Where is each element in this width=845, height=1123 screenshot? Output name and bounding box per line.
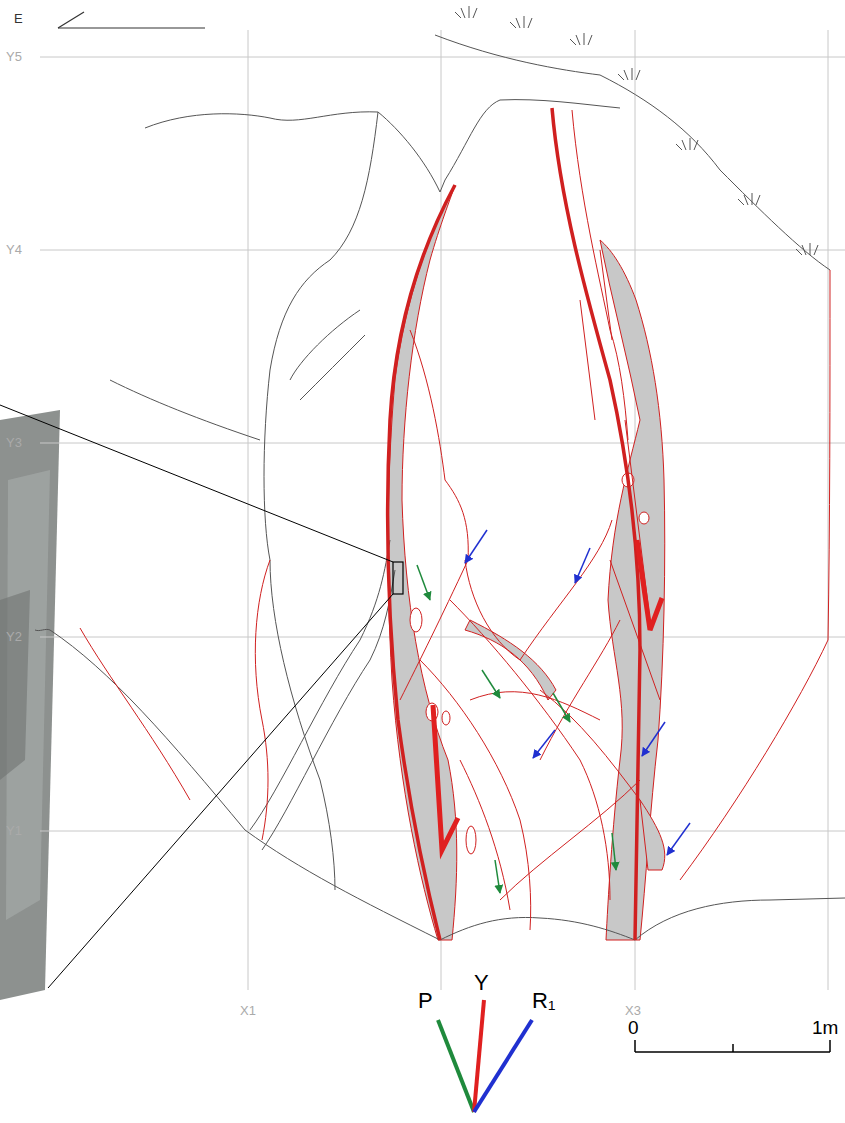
grid-label: Y1 [6, 824, 22, 837]
grid-label: Y5 [6, 50, 22, 63]
scale-label: 1m [812, 1018, 838, 1037]
shear-type-label: P [418, 990, 433, 1012]
grid-label: X3 [625, 1004, 641, 1017]
shear-type-label: R₁ [532, 990, 555, 1012]
grid-label: Y2 [6, 630, 22, 643]
direction-label: E [14, 12, 23, 25]
grid-label: Y4 [6, 243, 22, 256]
shear-type-label: Y [474, 972, 489, 994]
grid-label: Y3 [6, 436, 22, 449]
grid-label: X1 [240, 1004, 256, 1017]
scale-label: 0 [628, 1018, 639, 1037]
